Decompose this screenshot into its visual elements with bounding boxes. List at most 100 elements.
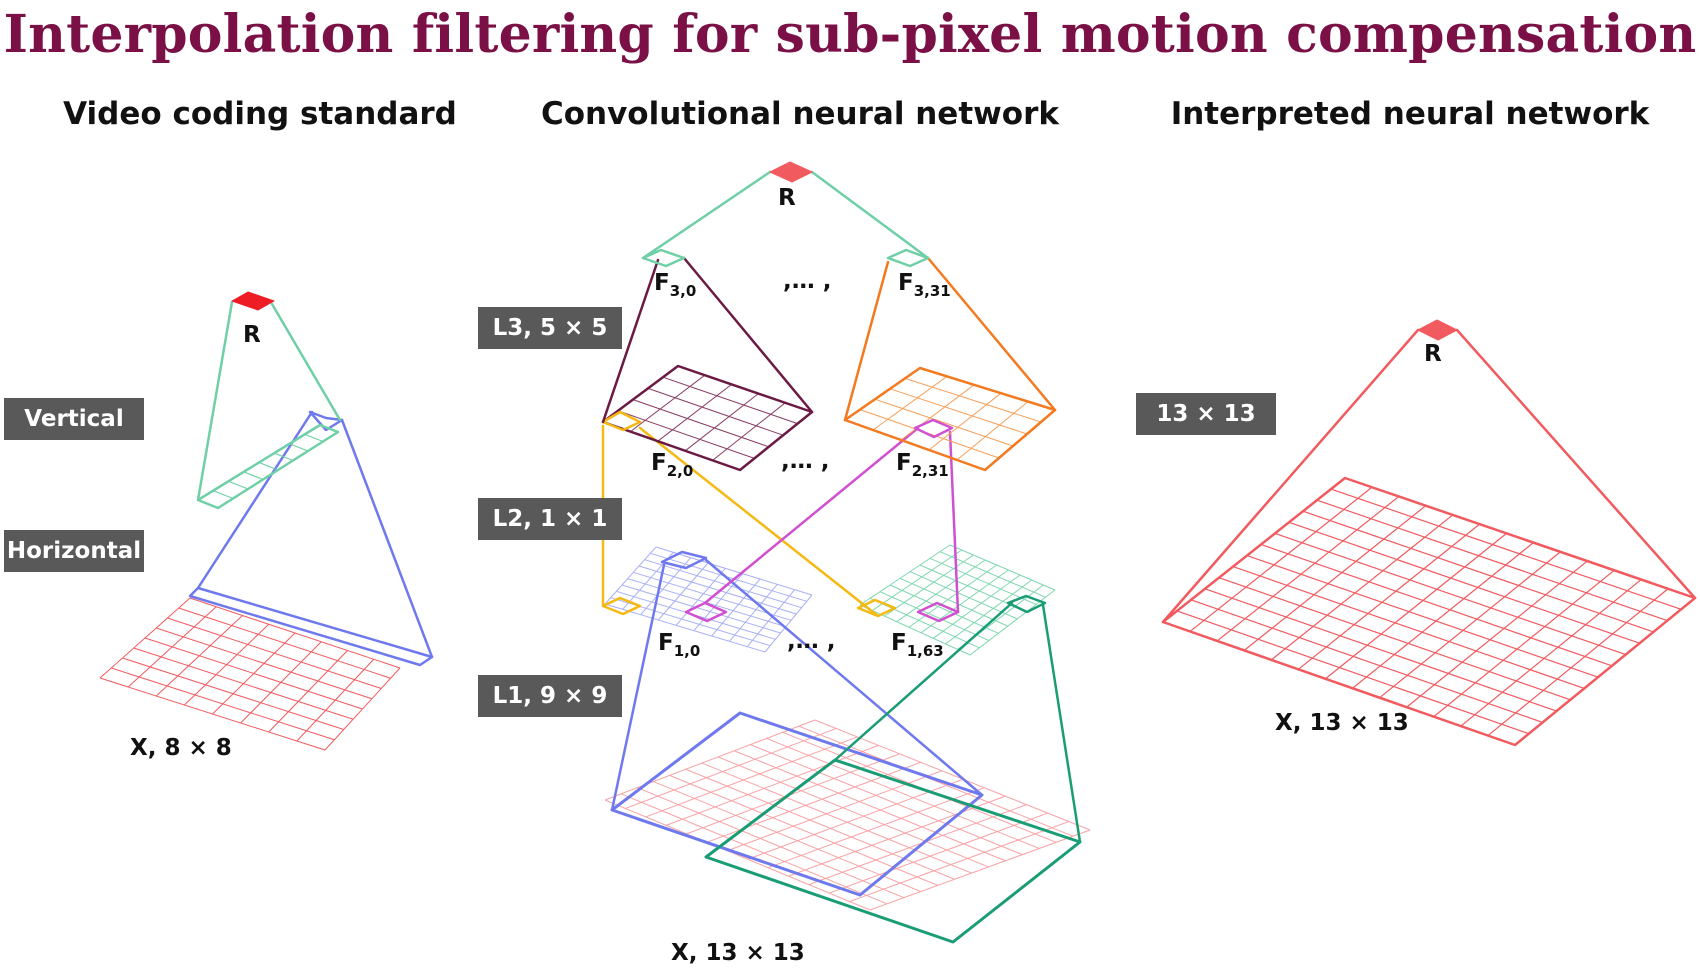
right-input-grid-line (1330, 488, 1682, 610)
right-input-grid-line (1460, 579, 1642, 727)
middle-f2-0-grid-line (657, 384, 732, 442)
left-input-grid-line (189, 597, 401, 669)
middle-f1-63-grid-line (859, 604, 971, 656)
middle-f2-31-grid-line (889, 388, 1028, 435)
left-green-edge-2 (270, 302, 342, 422)
middle-l2-magenta-left (684, 601, 728, 623)
middle-blue-edge-2 (704, 558, 984, 797)
middle-f1-0-grid-line (657, 562, 709, 621)
left-vertical-strip-line (213, 490, 234, 500)
right-input-grid-line (1243, 505, 1427, 651)
middle-f1-63-grid-line (884, 554, 974, 617)
label-f1-63: F1,63 (891, 630, 944, 660)
middle-f1-0-grid-line (675, 568, 726, 626)
right-input-outline (1161, 476, 1697, 747)
tag-layer3: L3, 5 × 5 (478, 307, 622, 349)
middle-f1-63-grid-line (945, 579, 1032, 645)
middle-f1-0-grid-line (655, 546, 813, 596)
middle-input-grid-line (798, 725, 1074, 837)
left-vertical-strip-line (258, 461, 279, 471)
middle-f1-63-grid-line (879, 591, 990, 642)
left-output-label: R (243, 322, 261, 348)
middle-input-grid-line (727, 770, 943, 852)
middle-f1-63-grid-line (920, 569, 1009, 634)
middle-f1-63-grid-line (859, 544, 951, 606)
middle-input-grid-line (645, 736, 858, 818)
middle-l2-yellow-left (601, 596, 642, 616)
right-input-grid-line (1487, 588, 1669, 737)
right-output-label: R (1424, 341, 1442, 367)
right-edge-1 (1161, 328, 1420, 624)
ellipsis-l1: ,… , (787, 628, 836, 654)
label-f3-0: F3,0 (654, 270, 697, 300)
middle-purple-edge-1 (601, 258, 660, 424)
middle-output-label: R (778, 185, 796, 211)
left-input-grid-line (111, 667, 335, 741)
left-horizontal-strip (188, 586, 434, 667)
middle-l2-yellow-right (856, 598, 897, 618)
middle-green-edge-2 (1041, 603, 1082, 844)
middle-input-grid-line (701, 762, 972, 874)
left-vertical-strip (197, 424, 339, 509)
middle-f1-0-grid-line (711, 578, 761, 637)
middle-input-grid-line (829, 812, 1048, 894)
tag-13x13: 13 × 13 (1136, 393, 1276, 435)
right-input-grid-line (1176, 610, 1530, 735)
middle-r-edge-2 (810, 170, 930, 260)
middle-input-grid-line (653, 781, 921, 893)
middle-orange-edge-1 (843, 260, 890, 422)
middle-f1-63-grid-line (899, 577, 1008, 627)
middle-f1-0-grid-line (746, 589, 796, 647)
middle-f2-0-grid-line (630, 374, 706, 432)
left-input-grid-line (133, 647, 354, 720)
right-input-grid-line (1298, 523, 1480, 670)
left-input-grid-line (144, 637, 363, 710)
middle-f1-63-grid-line (949, 544, 1056, 591)
left-vertical-strip-line (228, 480, 249, 490)
label-f3-31: F3,31 (898, 270, 951, 300)
middle-f1-0-grid-line (764, 594, 813, 653)
right-input-grid-line (1302, 510, 1654, 633)
middle-f1-0-grid-line (729, 584, 778, 642)
middle-input-grid-line (665, 744, 879, 826)
left-input-grid (99, 597, 401, 751)
left-vertical-strip-line (304, 433, 324, 443)
middle-magenta-edge-2 (948, 430, 960, 614)
tag-horizontal: Horizontal (4, 530, 144, 572)
middle-output-pixel (769, 161, 813, 183)
tag-vertical: Vertical (4, 398, 144, 440)
middle-input-grid-line (685, 768, 955, 880)
right-input-grid-line (1216, 495, 1400, 642)
middle-orange-edge-2 (926, 256, 1057, 412)
middle-input-grid-line (717, 756, 989, 868)
label-f2-31: F2,31 (896, 450, 949, 480)
middle-f1-63-grid-line (909, 571, 1018, 620)
middle-f2-31-grid-line (904, 377, 1042, 423)
middle-f2-31-grid-line (874, 398, 1014, 447)
left-vertical-outline (196, 423, 340, 510)
middle-f1-0-grid-line (650, 552, 807, 602)
right-input-grid-line (1325, 532, 1507, 680)
middle-f2-0-grid-line (617, 410, 755, 459)
middle-f1-63-grid-line (939, 551, 1046, 598)
middle-input-grid-line (766, 737, 1040, 849)
middle-input-grid-line (869, 829, 1091, 911)
tag-layer1: L1, 9 × 9 (478, 675, 622, 717)
middle-f1-63-grid-line (929, 557, 1037, 605)
right-input-label: X, 13 × 13 (1275, 710, 1409, 736)
left-input-grid-line (122, 657, 344, 730)
middle-f2-31-grid-line (928, 392, 1002, 451)
ellipsis-l3: ,… , (783, 268, 832, 294)
middle-f3-0-pixel (641, 248, 686, 268)
right-input-grid-line (1218, 577, 1571, 701)
left-input-grid-line (156, 627, 373, 700)
middle-f1-0-grid-line (604, 546, 657, 605)
middle-f2-31-marker (913, 418, 954, 439)
middle-green-top (1006, 594, 1047, 614)
middle-input-label: X, 13 × 13 (671, 940, 805, 966)
middle-f2-31-grid-line (900, 384, 975, 441)
middle-f1-0-grid-line (604, 603, 766, 653)
left-vertical-strip-line (274, 452, 294, 462)
middle-f1-63-grid-line (889, 584, 999, 634)
